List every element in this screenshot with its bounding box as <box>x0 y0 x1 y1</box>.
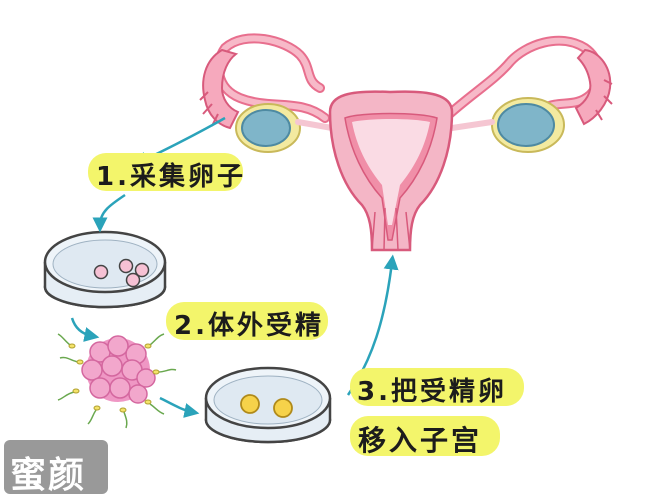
petri-dish-1 <box>43 230 167 309</box>
egg-cell <box>93 264 109 280</box>
step3-label-line1: 3.把受精卵 <box>357 377 507 407</box>
step2-label: 2.体外受精 <box>174 311 324 341</box>
egg-cell <box>118 258 134 274</box>
egg-cell <box>125 272 141 288</box>
egg-cell <box>134 262 150 278</box>
step1-highlight <box>88 153 243 191</box>
step3-highlight-line1 <box>350 368 524 406</box>
fertilized-egg <box>240 394 260 414</box>
arrow-step1-to-dish <box>92 193 126 233</box>
petri-dish-2 <box>204 366 332 444</box>
step3-highlight-line2 <box>350 416 500 456</box>
arrow-dish-to-cluster <box>70 317 100 342</box>
step2-highlight <box>166 302 328 340</box>
fertilization-cluster <box>57 333 177 429</box>
step3-label-line2: 移入子宫 <box>358 424 483 457</box>
left-fimbriae <box>202 48 240 130</box>
uterus-illustration <box>199 33 613 252</box>
step1-label: 1.采集卵子 <box>96 162 246 192</box>
arrow-cluster-to-dish2 <box>159 396 200 418</box>
watermark-text: 蜜颜 <box>10 454 87 496</box>
right-fimbriae <box>574 48 612 126</box>
fertilized-egg <box>273 398 293 418</box>
watermark: 蜜颜 <box>4 440 108 496</box>
